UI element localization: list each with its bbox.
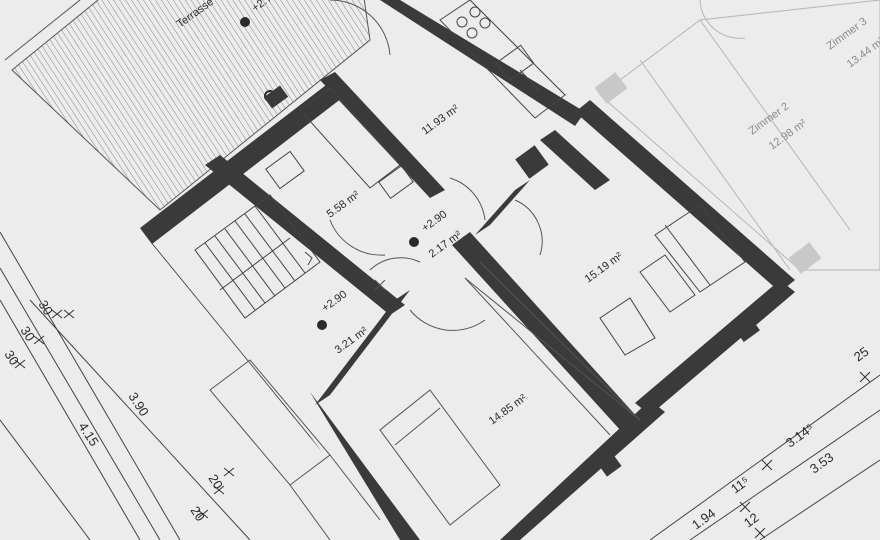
dim-left-1: 30 — [17, 323, 37, 343]
dimension-chain-right — [649, 371, 880, 540]
bedroom-furniture — [379, 261, 641, 526]
dim-left-4: 4.15 — [75, 419, 101, 448]
staircase — [194, 194, 321, 319]
walls — [140, 0, 795, 540]
dim-left-5: 20 — [205, 471, 225, 491]
dimension-chain-left — [0, 231, 251, 540]
bath-fittings — [265, 87, 414, 200]
dim-left-2: 30 — [1, 347, 21, 367]
kitchen-area: 11.93 m² — [420, 102, 462, 137]
door-swings — [329, 177, 543, 331]
bath-area: 5.58 m² — [325, 189, 362, 221]
main-plan: Terrasse +2.72 — [4, 0, 795, 540]
dimension-labels-left: 30 30 30 3.90 4.15 20 20 — [1, 297, 225, 523]
terrace-hatch — [11, 0, 371, 211]
living-furniture — [599, 204, 746, 356]
dim-right-2: 3.53 — [807, 449, 836, 476]
hall-level-marker — [409, 237, 419, 247]
dim-left-0: 30 — [35, 297, 55, 317]
dimension-labels-right: 25 3.14⁵ 3.53 1.94 11⁵ 12 — [689, 344, 872, 533]
dim-right-1: 3.14⁵ — [783, 420, 817, 450]
dim-right-4: 11⁵ — [728, 473, 752, 496]
porch — [209, 359, 381, 540]
dim-right-0: 25 — [851, 344, 872, 365]
dim-right-5: 12 — [741, 510, 762, 531]
dim-left-3: 3.90 — [125, 389, 151, 418]
dim-left-6: 20 — [187, 503, 207, 523]
living-area: 15.19 m² — [583, 250, 625, 285]
landing-level-marker — [317, 320, 327, 330]
hall-level: +2.90 — [420, 208, 450, 234]
bedroom-area: 14.85 m² — [487, 392, 529, 427]
ghost-room-zimmer3-area: 13.44 m² — [845, 35, 880, 70]
kitchen-fittings — [439, 0, 566, 119]
landing-level: +2.90 — [320, 288, 350, 314]
terrace-level-marker — [240, 17, 250, 27]
